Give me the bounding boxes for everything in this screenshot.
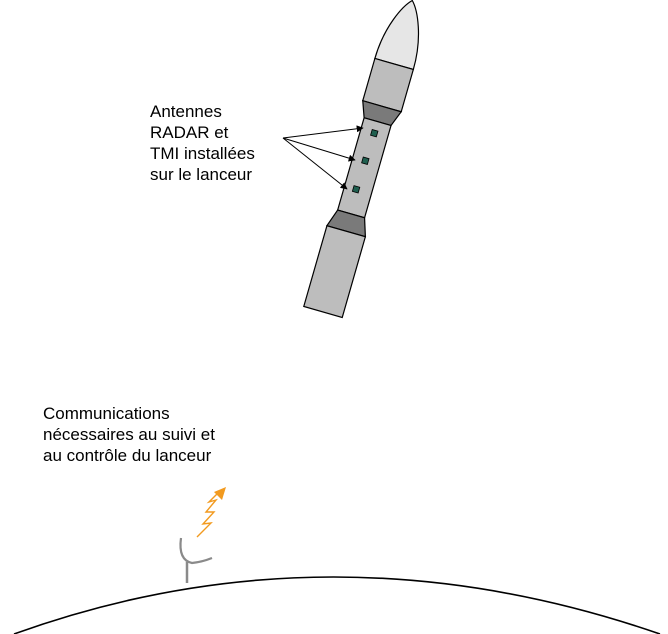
antenna-leader-arrows (282, 125, 364, 190)
interstage (336, 117, 392, 219)
communications-label: Communications nécessaires au suivi et a… (43, 403, 215, 466)
launcher-rocket (303, 0, 420, 319)
earth-horizon (13, 576, 661, 634)
signal-wave-icon (196, 487, 226, 538)
antenna-label-line: sur le lanceur (150, 165, 253, 184)
antenna-label-line: TMI installées (150, 144, 255, 163)
communications-label-line: nécessaires au suivi et (43, 425, 215, 444)
antenna-module (370, 128, 379, 138)
antenna-module (351, 185, 361, 194)
nose-cone (374, 0, 420, 71)
ground-station-dish-icon (179, 537, 213, 583)
antenna-label-line: Antennes (150, 102, 222, 121)
communications-label-line: Communications (43, 404, 170, 423)
antenna-label-line: RADAR et (150, 123, 229, 142)
antenna-module (361, 156, 370, 165)
lower-stage (303, 224, 367, 319)
antenna-label: Antennes RADAR et TMI installées sur le … (150, 101, 255, 185)
communications-label-line: au contrôle du lanceur (43, 446, 212, 465)
